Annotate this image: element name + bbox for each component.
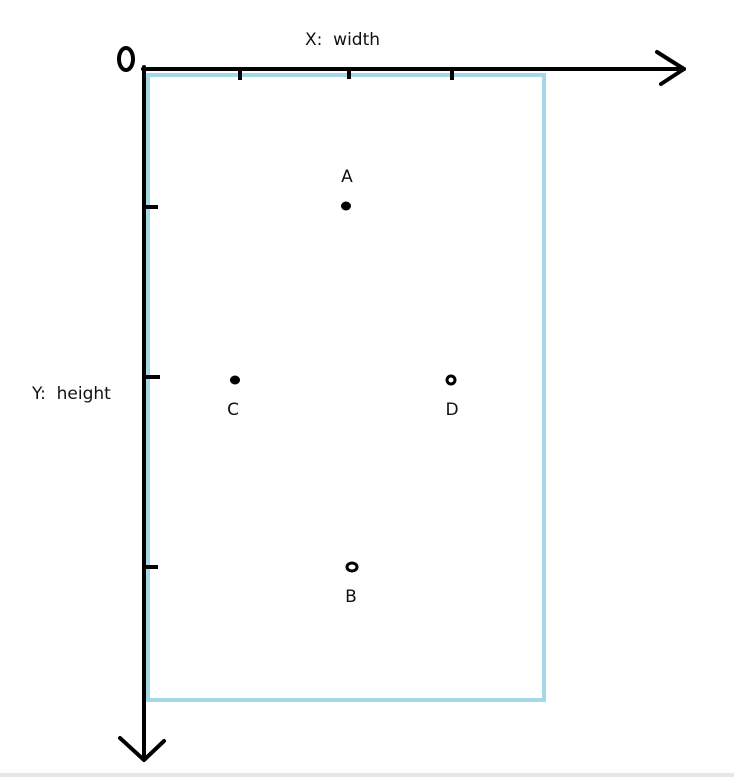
point-a-dot <box>341 201 351 211</box>
window-bottom-edge <box>0 773 734 777</box>
point-c-label: C <box>227 400 239 420</box>
point-a-label: A <box>341 167 353 187</box>
point-c-dot <box>230 375 240 385</box>
origin-zero <box>117 46 135 72</box>
x-axis-label: X: width <box>305 30 380 50</box>
y-axis-arrowhead <box>118 736 166 762</box>
point-b-dot <box>345 561 359 573</box>
point-b-label: B <box>345 587 357 607</box>
y-axis-label: Y: height <box>31 384 111 404</box>
page-rectangle <box>146 73 546 702</box>
point-d-label: D <box>445 400 458 420</box>
x-axis-arrowhead <box>655 50 686 86</box>
point-d-dot <box>445 374 457 386</box>
